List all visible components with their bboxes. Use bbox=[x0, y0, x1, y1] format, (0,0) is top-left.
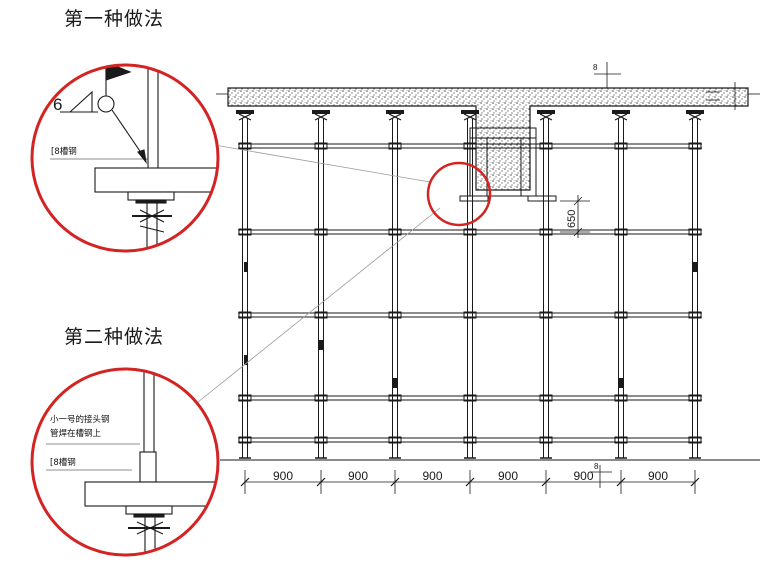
slab-callout-label: 8 bbox=[593, 63, 598, 72]
bay-spacing-label-5: 900 bbox=[573, 469, 593, 483]
post-top-head-2 bbox=[312, 110, 330, 114]
clamp-5-2 bbox=[539, 228, 553, 236]
floor-slab bbox=[216, 82, 760, 191]
clamp-2-2 bbox=[314, 228, 328, 236]
clamp-3-4 bbox=[388, 394, 402, 402]
clamp-5-4 bbox=[539, 394, 553, 402]
post-top-head-1 bbox=[236, 110, 254, 114]
bay-spacing-label-4: 900 bbox=[498, 469, 518, 483]
detail-2-note-line-2: 管焊在槽钢上 bbox=[50, 429, 102, 439]
clamp-3-2 bbox=[388, 228, 402, 236]
clamp-1-4 bbox=[238, 394, 252, 402]
clamp-6-2 bbox=[614, 228, 628, 236]
dim-tick-1 bbox=[240, 477, 250, 487]
ground-callout-marker bbox=[590, 465, 612, 488]
clamp-4-1 bbox=[463, 142, 477, 150]
clamp-5-5 bbox=[539, 436, 553, 444]
dim-650-marker bbox=[560, 195, 590, 238]
clamp-6-5 bbox=[614, 436, 628, 444]
detail-1-channel-label: [8槽钢 bbox=[51, 147, 77, 157]
clamp-4-2 bbox=[463, 228, 477, 236]
clamp-2-5 bbox=[314, 436, 328, 444]
clamp-4-3 bbox=[463, 311, 477, 319]
post-top-jack-cross-5 bbox=[539, 113, 553, 121]
dim-tick-5 bbox=[541, 477, 551, 487]
splice-mark-2 bbox=[693, 262, 697, 272]
clamp-3-5 bbox=[388, 436, 402, 444]
clamp-2-3 bbox=[314, 311, 328, 319]
detail-circle-method-2 bbox=[30, 367, 220, 557]
clamp-5-3 bbox=[539, 311, 553, 319]
dim-tick-3 bbox=[390, 477, 400, 487]
dim-tick-4 bbox=[465, 477, 475, 487]
detail-2-note-line-1: 小一号的接头钢 bbox=[50, 415, 110, 425]
slab-callout-marker bbox=[594, 62, 621, 88]
clamp-5-1 bbox=[539, 142, 553, 150]
post-top-jack-cross-3 bbox=[388, 113, 402, 121]
weld-size-label: 6 bbox=[53, 95, 62, 114]
dim-tick-7 bbox=[690, 477, 700, 487]
clamp-6-4 bbox=[614, 394, 628, 402]
clamp-4-5 bbox=[463, 436, 477, 444]
clamp-7-5 bbox=[688, 436, 702, 444]
scaffold-frame bbox=[236, 110, 704, 459]
post-top-jack-cross-7 bbox=[688, 113, 702, 121]
bay-spacing-label-2: 900 bbox=[348, 469, 368, 483]
post-top-head-4 bbox=[461, 110, 479, 114]
clamp-7-4 bbox=[688, 394, 702, 402]
clamp-1-3 bbox=[238, 311, 252, 319]
bay-spacing-label-1: 900 bbox=[273, 469, 293, 483]
post-top-jack-cross-6 bbox=[614, 113, 628, 121]
post-top-head-5 bbox=[537, 110, 555, 114]
beam-formwork bbox=[459, 127, 557, 202]
splice-mark-1 bbox=[244, 262, 248, 272]
clamp-7-2 bbox=[688, 228, 702, 236]
ground-callout-label: 8 bbox=[594, 462, 599, 471]
clamp-1-5 bbox=[238, 436, 252, 444]
clamp-6-3 bbox=[614, 311, 628, 319]
splice-mark-6 bbox=[244, 355, 248, 365]
post-top-jack-cross-4 bbox=[463, 113, 477, 121]
clamp-7-3 bbox=[688, 311, 702, 319]
dim-tick-2 bbox=[316, 477, 326, 487]
splice-mark-3 bbox=[319, 340, 323, 350]
method-2-heading: 第二种做法 bbox=[64, 326, 165, 348]
clamp-1-2 bbox=[238, 228, 252, 236]
clamp-4-4 bbox=[463, 394, 477, 402]
splice-mark-5 bbox=[619, 378, 623, 388]
clamp-2-4 bbox=[314, 394, 328, 402]
bay-spacing-label-6: 900 bbox=[648, 469, 668, 483]
dim-650-label: 650 bbox=[566, 210, 578, 228]
clamp-3-3 bbox=[388, 311, 402, 319]
splice-mark-4 bbox=[393, 378, 397, 388]
bay-spacing-label-3: 900 bbox=[422, 469, 442, 483]
clamp-3-1 bbox=[388, 142, 402, 150]
post-top-jack-cross-2 bbox=[314, 113, 328, 121]
method-1-heading: 第一种做法 bbox=[64, 8, 165, 30]
post-top-head-7 bbox=[686, 110, 704, 114]
post-top-head-3 bbox=[386, 110, 404, 114]
bay-dimension-line: 900 900 900 900 900 900 bbox=[240, 469, 700, 494]
dim-tick-6 bbox=[616, 477, 626, 487]
clamp-7-1 bbox=[688, 142, 702, 150]
clamp-1-1 bbox=[238, 142, 252, 150]
detail-2-channel-label: [8槽钢 bbox=[50, 458, 76, 468]
detail-highlight-circle bbox=[426, 161, 492, 227]
detail-circle-method-1 bbox=[30, 63, 220, 253]
post-top-jack-cross-1 bbox=[238, 113, 252, 121]
clamp-2-1 bbox=[314, 142, 328, 150]
clamp-6-1 bbox=[614, 142, 628, 150]
post-top-head-6 bbox=[612, 110, 630, 114]
